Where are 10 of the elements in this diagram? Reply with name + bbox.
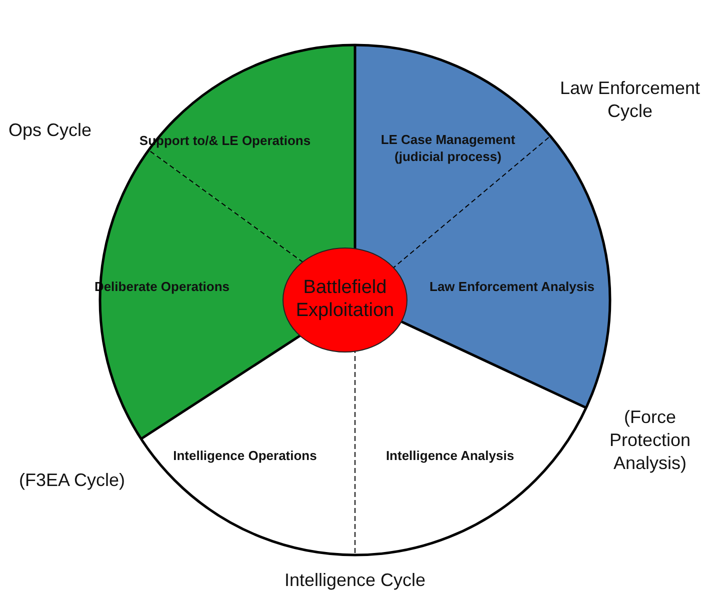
center-label: Battlefield Exploitation <box>294 276 396 322</box>
sector-label: LE Case Management (judicial process) <box>380 131 516 165</box>
cycle-label: Law Enforcement Cycle <box>558 77 702 123</box>
cycle-label: Intelligence Cycle <box>283 568 427 592</box>
sector-label: Law Enforcement Analysis <box>428 278 596 296</box>
cycle-label: (F3EA Cycle) <box>18 468 126 492</box>
cycle-label: Ops Cycle <box>7 118 93 142</box>
cycle-label: (Force Protection Analysis) <box>608 406 692 474</box>
sector-label: Intelligence Operations <box>172 446 318 464</box>
sector-label: Intelligence Analysis <box>384 446 516 464</box>
